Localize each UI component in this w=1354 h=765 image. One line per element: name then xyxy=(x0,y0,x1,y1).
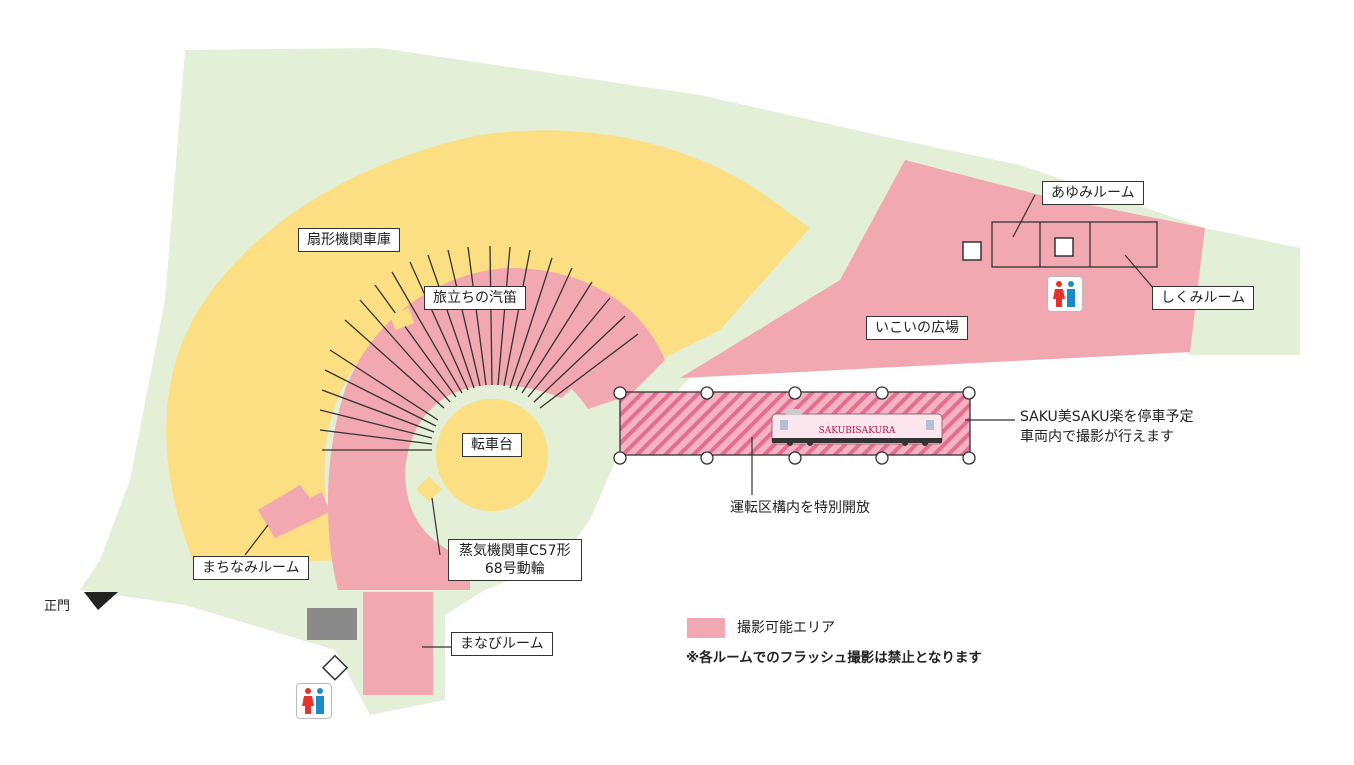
square-marker-icon xyxy=(1054,237,1074,257)
toilet-icon xyxy=(1047,276,1083,312)
label-whistle: 旅立ちの汽笛 xyxy=(424,286,526,310)
label-wheel-line2: 68号動輪 xyxy=(484,561,545,577)
toilet-icon xyxy=(296,683,332,719)
train-name: SAKUBISAKURA xyxy=(819,426,896,436)
label-shikumi: しくみルーム xyxy=(1152,286,1255,310)
label-wheel: 蒸気機関車C57形 68号動輪 xyxy=(448,539,582,581)
yard-posts xyxy=(613,386,976,465)
gate-arrow-icon xyxy=(84,592,118,610)
train-note-line1: SAKU美SAKU楽を停車予定 xyxy=(1020,409,1194,425)
train-note-line2: 車両内で撮影が行えます xyxy=(1020,429,1174,445)
label-wheel-line1: 蒸気機関車C57形 xyxy=(459,543,571,559)
manabi-room xyxy=(363,592,433,695)
label-gate: 正門 xyxy=(44,599,71,614)
machinami-room xyxy=(258,485,330,538)
whistle-marker xyxy=(389,308,415,330)
label-machinami: まちなみルーム xyxy=(193,556,309,580)
yard-note: 運転区構内を特別開放 xyxy=(730,500,870,516)
label-ayumi: あゆみルーム xyxy=(1042,181,1144,205)
ikoi-plaza xyxy=(680,160,1205,378)
train-icon: SAKUBISAKURA xyxy=(771,409,943,446)
radial-tracks xyxy=(319,245,639,451)
ayumi-shikumi-rooms xyxy=(991,221,1158,268)
square-marker-icon xyxy=(962,241,982,261)
label-turntable: 転車台 xyxy=(462,433,522,457)
label-roundhouse: 扇形機関車庫 xyxy=(298,228,400,252)
legend-photo-area: 撮影可能エリア xyxy=(737,620,835,636)
gray-building xyxy=(307,608,357,640)
label-manabi: まなびルーム xyxy=(451,632,553,656)
wheel-marker xyxy=(416,476,442,502)
diamond-marker-icon xyxy=(321,654,349,681)
turntable-ring xyxy=(558,388,603,488)
tracks-area xyxy=(327,268,665,590)
legend-swatch xyxy=(687,618,725,638)
label-ikoi: いこいの広場 xyxy=(866,316,968,340)
legend-flash-note: ※各ルームでのフラッシュ撮影は禁止となります xyxy=(686,650,982,666)
